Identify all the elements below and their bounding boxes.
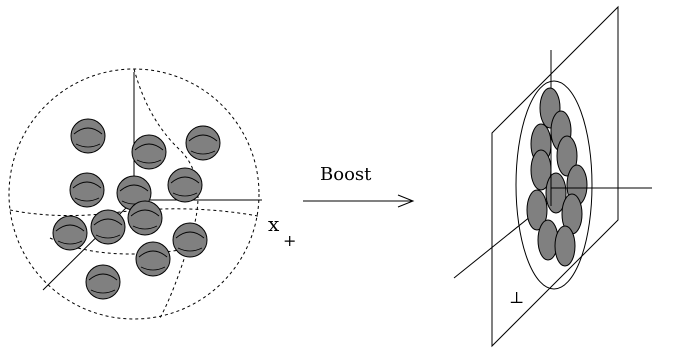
nucleons-right	[526, 87, 588, 267]
nucleon	[90, 209, 126, 245]
pancake-ellipse	[515, 80, 593, 290]
nucleon	[131, 134, 167, 170]
x-axis-label: x	[268, 212, 280, 236]
nucleon	[69, 172, 105, 208]
transverse-plane	[491, 5, 619, 348]
nucleon	[70, 118, 106, 154]
nucleons-left	[52, 118, 221, 300]
right-axes-front	[550, 174, 652, 206]
x-axis-subscript: +	[283, 231, 297, 250]
nucleon	[172, 222, 208, 258]
nucleon-disk	[554, 225, 576, 267]
nucleon	[127, 200, 163, 236]
boost-label: Boost	[320, 164, 372, 185]
nucleon	[85, 264, 121, 300]
boost-arrow	[303, 194, 415, 208]
nucleon	[135, 241, 171, 277]
nucleon	[185, 125, 221, 161]
nucleon	[52, 215, 88, 251]
perpendicular-symbol: ⊥	[509, 288, 525, 307]
nucleon	[167, 167, 203, 203]
